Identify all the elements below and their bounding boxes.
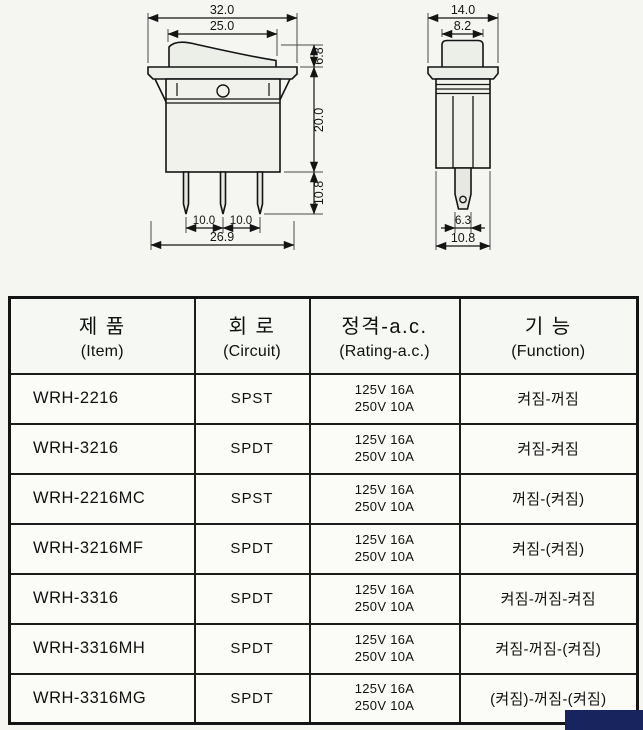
- col-header-function: 기 능 (Function): [458, 296, 639, 375]
- rating-cell: 125V 16A 250V 10A: [308, 472, 461, 525]
- rating-line1: 125V 16A: [354, 681, 415, 697]
- side-view: 14.0 8.2 6.3 10.8: [427, 3, 499, 251]
- terminal-pin: [219, 171, 227, 215]
- dim-side-pin-width: 6.3: [455, 215, 471, 227]
- header-item-ko: 제 품: [78, 316, 126, 339]
- switch-body: [165, 78, 281, 173]
- header-function-en: (Function): [511, 343, 586, 361]
- terminal-pin-side: [454, 167, 472, 210]
- table-row: WRH-3316MG SPDT 125V 16A 250V 10A (켜짐)-꺼…: [8, 672, 639, 725]
- rating-cell: 125V 16A 250V 10A: [308, 622, 461, 675]
- side-dimension-lines: [427, 13, 499, 251]
- mounting-flange-side: [427, 66, 499, 80]
- rating-line1: 125V 16A: [354, 481, 415, 497]
- button-profile: [441, 39, 484, 67]
- rating-line2: 250V 10A: [354, 598, 415, 614]
- rating-line2: 250V 10A: [354, 648, 415, 664]
- rating-cell: 125V 16A 250V 10A: [308, 422, 461, 475]
- item-cell: WRH-3316MH: [8, 622, 196, 675]
- front-dimension-lines: [147, 13, 319, 250]
- rating-cell: 125V 16A 250V 10A: [308, 572, 461, 625]
- rating-line2: 250V 10A: [354, 498, 415, 514]
- rating-cell: 125V 16A 250V 10A: [308, 372, 461, 425]
- circuit-cell: SPST: [193, 372, 311, 425]
- circuit-cell: SPST: [193, 472, 311, 525]
- item-cell: WRH-3216: [8, 422, 196, 475]
- front-view: 32.0 25.0 6.8 20.0 10.8 10.0 10.0 26.9: [147, 3, 326, 250]
- header-rating-ko: 정격-a.c.: [341, 316, 428, 339]
- side-dimension-labels: 14.0 8.2 6.3 10.8: [451, 3, 475, 245]
- circuit-cell: SPDT: [193, 672, 311, 725]
- terminal-hole: [459, 195, 467, 204]
- function-cell: 켜짐-꺼짐-(켜짐): [458, 622, 639, 675]
- circuit-cell: SPDT: [193, 522, 311, 575]
- rating-line1: 125V 16A: [354, 431, 415, 447]
- technical-drawing: 32.0 25.0 6.8 20.0 10.8 10.0 10.0 26.9: [147, 3, 499, 251]
- table-row: WRH-2216MC SPST 125V 16A 250V 10A 꺼짐-(켜짐…: [8, 472, 639, 525]
- function-cell: 꺼짐-(켜짐): [458, 472, 639, 525]
- table-row: WRH-3216MF SPDT 125V 16A 250V 10A 켜짐-(켜짐…: [8, 522, 639, 575]
- rating-line2: 250V 10A: [354, 548, 415, 564]
- function-cell: 켜짐-꺼짐-켜짐: [458, 572, 639, 625]
- rating-line2: 250V 10A: [354, 698, 415, 714]
- header-function-ko: 기 능: [524, 316, 572, 339]
- rating-line1: 125V 16A: [354, 381, 415, 397]
- col-header-circuit: 회 로 (Circuit): [193, 296, 311, 375]
- rating-cell: 125V 16A 250V 10A: [308, 522, 461, 575]
- header-rating-en: (Rating-a.c.): [339, 343, 430, 361]
- dim-front-rocker-height: 6.8: [312, 47, 326, 64]
- dim-front-rocker-width: 25.0: [210, 19, 234, 33]
- item-cell: WRH-3216MF: [8, 522, 196, 575]
- dim-front-pin-length: 10.8: [312, 181, 326, 205]
- side-switch-outline: [427, 39, 499, 210]
- spec-table: 제 품 (Item) 회 로 (Circuit) 정격-a.c. (Rating…: [8, 296, 639, 725]
- rating-line1: 125V 16A: [354, 581, 415, 597]
- mounting-flange: [147, 66, 298, 80]
- item-cell: WRH-2216MC: [8, 472, 196, 525]
- terminal-pin: [256, 171, 264, 215]
- rating-line2: 250V 10A: [354, 398, 415, 414]
- header-circuit-en: (Circuit): [223, 343, 281, 361]
- table-row: WRH-3316MH SPDT 125V 16A 250V 10A 켜짐-꺼짐-…: [8, 622, 639, 675]
- front-dimension-labels: 32.0 25.0 6.8 20.0 10.8 10.0 10.0 26.9: [193, 3, 326, 244]
- circuit-cell: SPDT: [193, 622, 311, 675]
- pivot-hole: [216, 84, 230, 98]
- dim-front-pin-pitch-left: 10.0: [193, 215, 215, 227]
- dim-side-body-width: 10.8: [451, 231, 475, 245]
- item-cell: WRH-3316: [8, 572, 196, 625]
- switch-body-side: [435, 78, 491, 169]
- function-cell: 켜짐-꺼짐: [458, 372, 639, 425]
- header-row: 제 품 (Item) 회 로 (Circuit) 정격-a.c. (Rating…: [8, 296, 639, 375]
- table-row: WRH-2216 SPST 125V 16A 250V 10A 켜짐-꺼짐: [8, 372, 639, 425]
- circuit-cell: SPDT: [193, 422, 311, 475]
- dim-front-flange-width: 32.0: [210, 3, 234, 17]
- rocker-actuator: [168, 41, 277, 67]
- function-cell: 켜짐-(켜짐): [458, 522, 639, 575]
- col-header-rating: 정격-a.c. (Rating-a.c.): [308, 296, 461, 375]
- table-row: WRH-3216 SPDT 125V 16A 250V 10A 켜짐-켜짐: [8, 422, 639, 475]
- table-row: WRH-3316 SPDT 125V 16A 250V 10A 켜짐-꺼짐-켜짐: [8, 572, 639, 625]
- terminal-pin: [182, 171, 190, 215]
- circuit-cell: SPDT: [193, 572, 311, 625]
- dim-side-button-width: 8.2: [454, 19, 471, 33]
- rating-line1: 125V 16A: [354, 531, 415, 547]
- dim-front-pin-pitch-right: 10.0: [230, 215, 252, 227]
- dim-side-flange-width: 14.0: [451, 3, 475, 17]
- corner-mark: [565, 710, 643, 730]
- item-cell: WRH-3316MG: [8, 672, 196, 725]
- function-cell: 켜짐-켜짐: [458, 422, 639, 475]
- rating-cell: 125V 16A 250V 10A: [308, 672, 461, 725]
- header-circuit-ko: 회 로: [228, 316, 276, 339]
- function-cell: (켜짐)-꺼짐-(켜짐): [458, 672, 639, 725]
- dim-front-body-height: 20.0: [312, 108, 326, 132]
- header-item-en: (Item): [80, 343, 124, 361]
- dim-front-bottom-width: 26.9: [210, 230, 234, 244]
- col-header-item: 제 품 (Item): [8, 296, 196, 375]
- front-switch-outline: [147, 41, 298, 215]
- rating-line1: 125V 16A: [354, 631, 415, 647]
- item-cell: WRH-2216: [8, 372, 196, 425]
- rating-line2: 250V 10A: [354, 448, 415, 464]
